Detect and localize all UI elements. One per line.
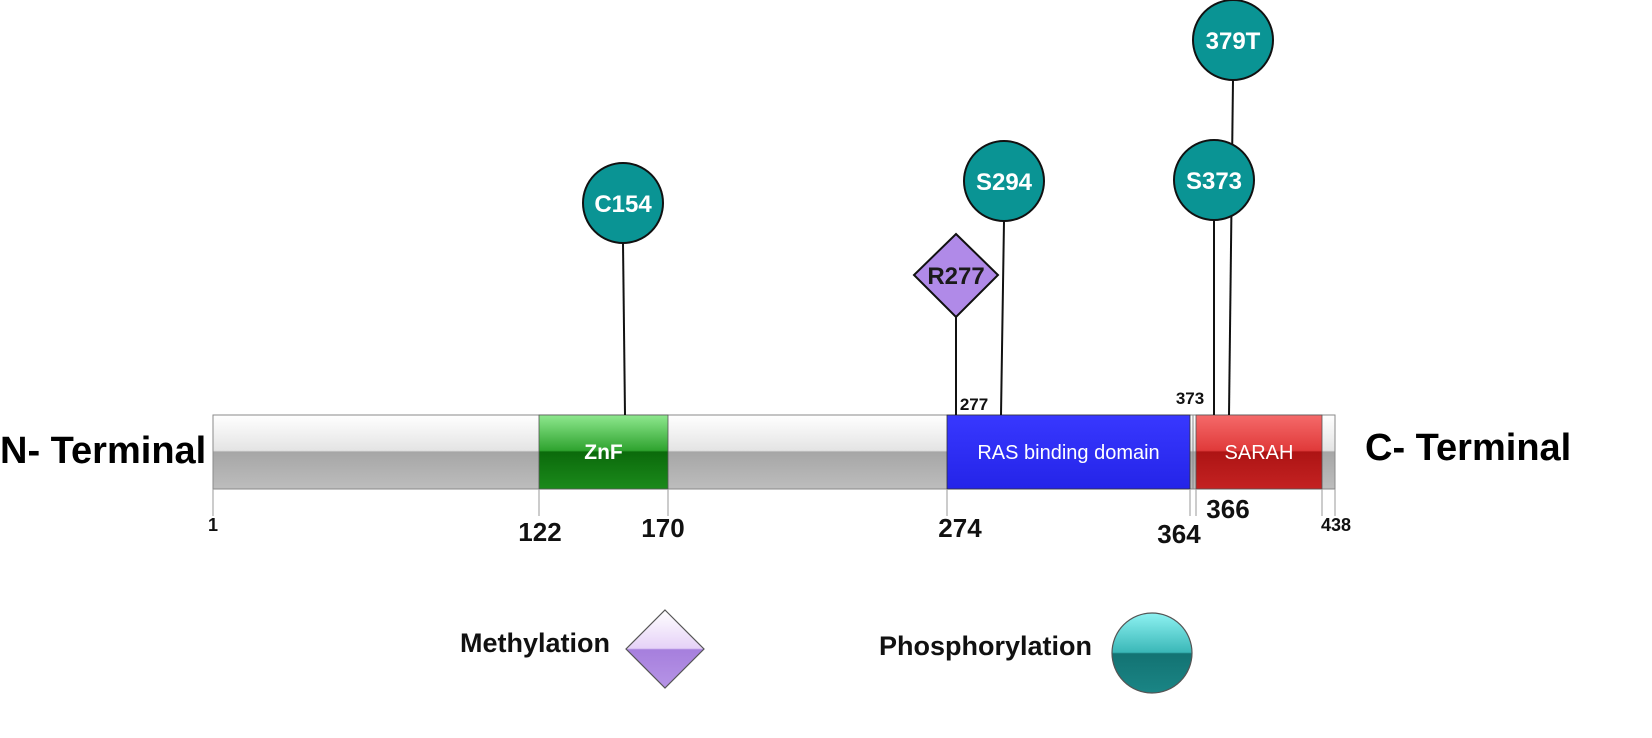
domain-znf: ZnF [538,414,669,490]
position-label-1: 1 [208,515,218,535]
legend-phosphorylation-circle [1111,612,1193,694]
domain-sarah-label: SARAH [1225,442,1294,464]
phosphorylation-marker [1192,0,1274,81]
position-label-373: 373 [1176,389,1204,408]
legend-phosphorylation-label: Phosphorylation [879,631,1093,661]
phosphorylation-marker [582,162,664,244]
site-r277: R277 [912,232,1000,319]
phosphorylation-marker [963,140,1045,222]
position-label-274: 274 [938,513,982,543]
site-379t: 379T [1192,0,1274,81]
position-label-366: 366 [1206,494,1249,524]
position-label-438: 438 [1321,515,1351,535]
domain-sarah-box [1195,414,1323,490]
stem-s294 [1000,220,1005,416]
position-label-277: 277 [960,395,988,414]
position-label-122: 122 [518,517,561,547]
site-label: C154 [594,191,652,218]
site-label: 379T [1206,28,1261,55]
site-c154: C154 [582,162,664,244]
position-label-170: 170 [641,513,684,543]
domain-sarah: SARAH [1195,414,1323,490]
domain-znf-label: ZnF [584,441,623,464]
n-terminal-label: N- Terminal [0,430,207,472]
legend-methylation-diamond [625,609,705,689]
site-label: S294 [976,169,1033,196]
legend-methylation-label: Methylation [460,628,611,658]
site-stems [622,79,1234,416]
site-label: S373 [1186,168,1242,195]
position-label-364: 364 [1157,519,1201,549]
c-terminal-label: C- Terminal [1365,427,1572,469]
legend [625,609,1193,694]
position-labels: 1 122 170 274 364 366 438 277 373 [208,389,1351,549]
phosphorylation-marker [1173,139,1255,221]
site-s294: S294 [963,140,1045,222]
domain-ras-binding-box [946,414,1191,490]
domain-znf-box [538,414,669,490]
site-label: R277 [927,263,984,290]
stem-379t [1228,79,1234,416]
domain-ras-binding-label: RAS binding domain [977,442,1159,464]
domain-ras-binding: RAS binding domain [946,414,1191,490]
position-ticks [212,489,1336,516]
site-s373: S373 [1173,139,1255,221]
stem-c154 [622,242,626,416]
methylation-marker [912,232,1000,319]
